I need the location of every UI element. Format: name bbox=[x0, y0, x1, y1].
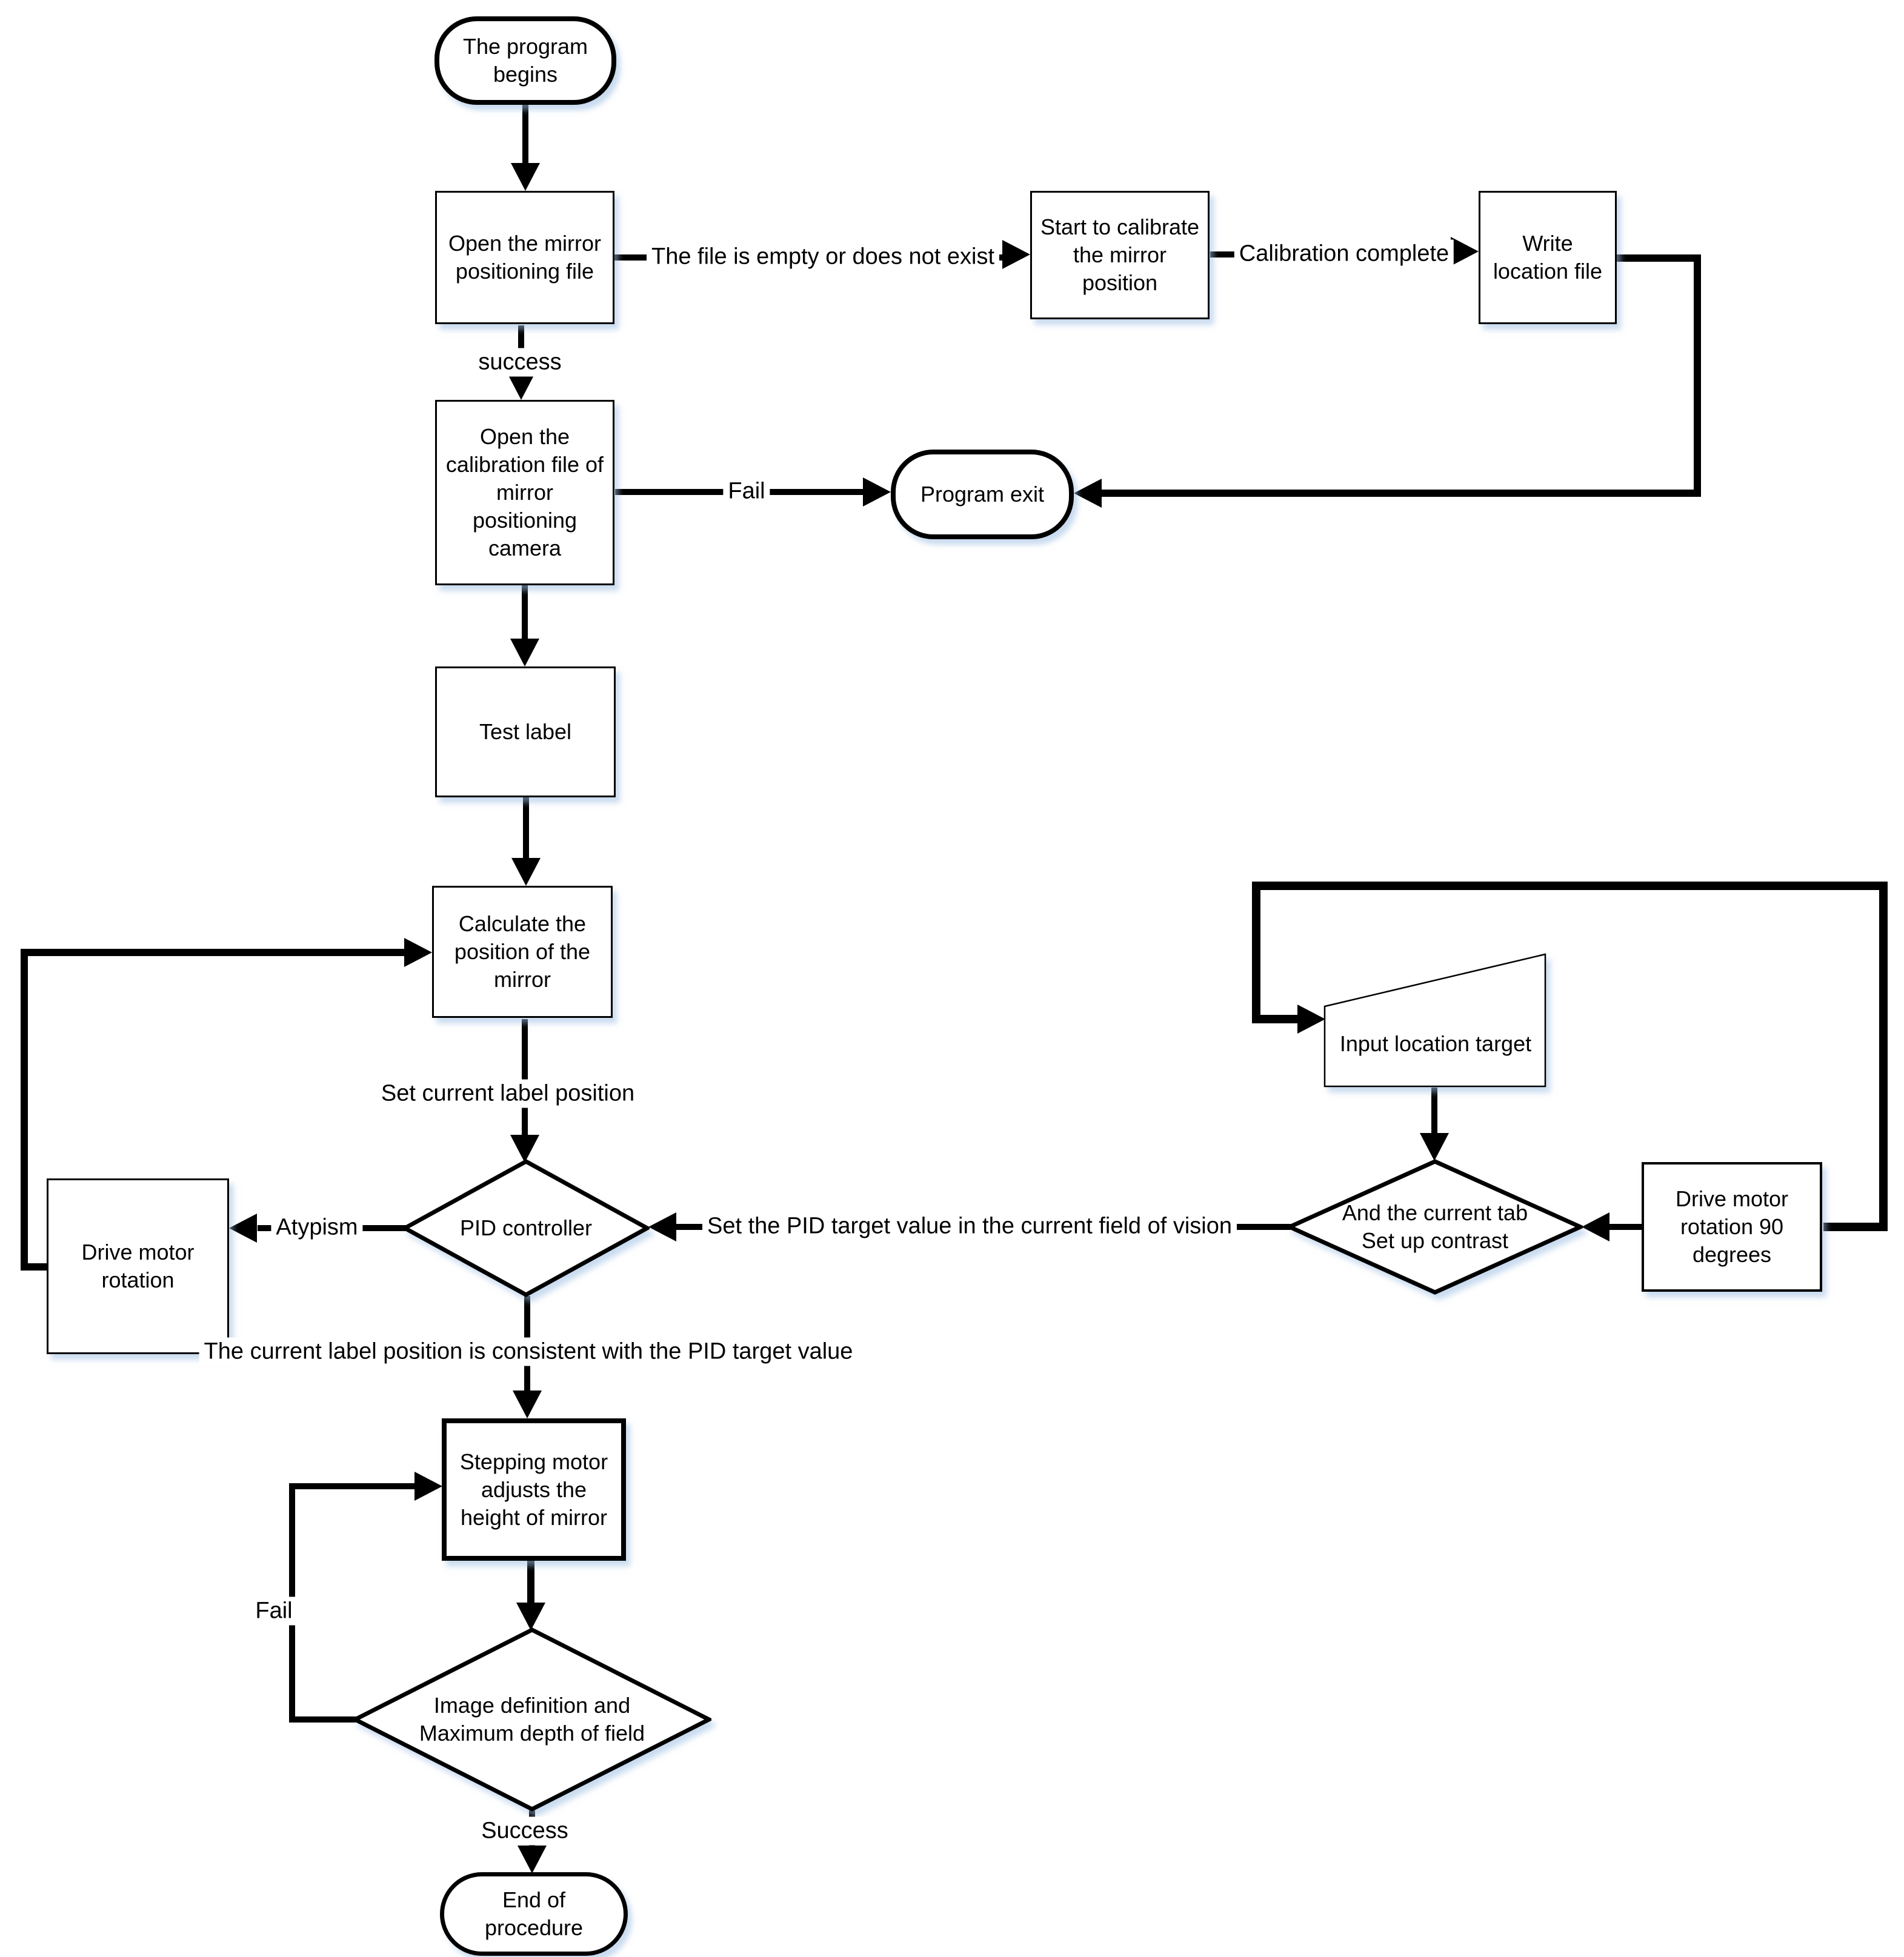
connector-drivemotor-loop-v bbox=[21, 949, 28, 1271]
connector-input-compare bbox=[1431, 1088, 1437, 1135]
edge-label-success-cap: Success bbox=[476, 1816, 573, 1846]
edge-label-fail-loop: Fail bbox=[250, 1596, 298, 1626]
arrowhead-icon bbox=[1074, 479, 1102, 508]
arrowhead-icon bbox=[507, 372, 536, 400]
edge-label-file-empty: The file is empty or does not exist bbox=[646, 242, 1000, 271]
node-start-calibrate-label: Start to calibrate the mirror position bbox=[1040, 214, 1200, 295]
arrowhead-icon bbox=[1420, 1133, 1449, 1161]
node-write-location-file: Write location file bbox=[1479, 191, 1617, 324]
connector-drive90-loop-v1 bbox=[1879, 882, 1888, 1231]
node-stepping-motor-label: Stepping motor adjusts the height of mir… bbox=[459, 1449, 608, 1530]
edge-label-fail-to-exit: Fail bbox=[723, 477, 770, 506]
node-start-label: The program begins bbox=[462, 34, 588, 87]
node-pid-controller-shape bbox=[402, 1159, 650, 1297]
connector-write-exit-v bbox=[1694, 254, 1701, 497]
node-calc-mirror-position: Calculate the position of the mirror bbox=[432, 886, 613, 1018]
node-drive-motor-rotation-label: Drive motor rotation bbox=[81, 1240, 195, 1292]
arrowhead-icon bbox=[648, 1212, 676, 1241]
connector-opencal-test bbox=[522, 585, 528, 640]
connector-test-calc bbox=[523, 797, 529, 859]
connector-drive90-loop-h1 bbox=[1823, 1223, 1888, 1231]
node-open-mirror-file-label: Open the mirror positioning file bbox=[448, 231, 602, 284]
connector-fail-loop-h2 bbox=[295, 1483, 415, 1489]
node-start-calibrate: Start to calibrate the mirror position bbox=[1030, 191, 1210, 319]
edge-label-set-pid-target: Set the PID target value in the current … bbox=[702, 1212, 1237, 1241]
arrowhead-icon bbox=[1002, 240, 1030, 269]
connector-write-exit-h1 bbox=[1616, 254, 1701, 262]
connector-drivemotor-loop-h1 bbox=[24, 1263, 48, 1271]
node-drive-motor-90-label: Drive motor rotation 90 degrees bbox=[1675, 1186, 1789, 1267]
connector-start-openfile bbox=[522, 105, 528, 165]
arrowhead-icon bbox=[1451, 237, 1479, 266]
node-end-label: End of procedure bbox=[484, 1887, 584, 1940]
node-test-label: Test label bbox=[435, 666, 616, 797]
connector-fail-loop-h1 bbox=[292, 1716, 356, 1723]
arrowhead-icon bbox=[1582, 1212, 1609, 1241]
connector-stepping-imagedef bbox=[527, 1561, 534, 1604]
arrowhead-icon bbox=[510, 639, 539, 666]
arrowhead-icon bbox=[414, 1472, 442, 1501]
edge-label-calibration-complete: Calibration complete bbox=[1234, 239, 1454, 268]
node-test-label-label: Test label bbox=[479, 719, 572, 744]
edge-label-pid-consistent: The current label position is consistent… bbox=[199, 1337, 858, 1366]
node-input-location-target-shape bbox=[1323, 953, 1546, 1088]
arrowhead-icon bbox=[1297, 1005, 1325, 1034]
arrowhead-icon bbox=[518, 1846, 547, 1873]
node-end: End of procedure bbox=[440, 1872, 628, 1956]
edge-label-set-current-label: Set current label position bbox=[376, 1079, 640, 1108]
connector-drive90-loop-v2 bbox=[1252, 882, 1260, 1023]
arrowhead-icon bbox=[511, 858, 541, 886]
connector-drive90-compare bbox=[1609, 1224, 1644, 1230]
connector-calc-pid bbox=[522, 1019, 528, 1135]
node-open-mirror-file: Open the mirror positioning file bbox=[435, 191, 614, 324]
arrowhead-icon bbox=[229, 1214, 257, 1243]
arrowhead-icon bbox=[510, 1135, 539, 1163]
edge-label-success-lower: success bbox=[473, 348, 567, 377]
arrowhead-icon bbox=[511, 163, 540, 191]
node-stepping-motor: Stepping motor adjusts the height of mir… bbox=[442, 1418, 626, 1561]
arrowhead-icon bbox=[404, 938, 432, 967]
connector-drive90-loop-h3 bbox=[1260, 1015, 1298, 1023]
arrowhead-icon bbox=[513, 1390, 542, 1418]
node-image-definition-shape bbox=[353, 1627, 711, 1812]
node-program-exit: Program exit bbox=[891, 450, 1074, 539]
edge-label-atypism: Atypism bbox=[271, 1213, 363, 1242]
node-open-calibration-file: Open the calibration file of mirror posi… bbox=[435, 400, 614, 585]
connector-write-exit-h2 bbox=[1101, 490, 1701, 497]
node-program-exit-label: Program exit bbox=[920, 482, 1045, 507]
node-drive-motor-rotation: Drive motor rotation bbox=[47, 1178, 229, 1354]
node-open-calibration-file-label: Open the calibration file of mirror posi… bbox=[445, 424, 604, 560]
node-calc-mirror-position-label: Calculate the position of the mirror bbox=[454, 911, 591, 992]
node-compare-shape bbox=[1287, 1159, 1583, 1295]
node-drive-motor-90: Drive motor rotation 90 degrees bbox=[1642, 1162, 1822, 1292]
connector-drivemotor-loop-h2 bbox=[28, 949, 405, 956]
arrowhead-icon bbox=[516, 1603, 545, 1630]
node-start: The program begins bbox=[434, 16, 616, 105]
node-write-location-file-label: Write location file bbox=[1493, 231, 1603, 284]
connector-drive90-loop-h2 bbox=[1252, 882, 1888, 890]
arrowhead-icon bbox=[863, 477, 891, 507]
